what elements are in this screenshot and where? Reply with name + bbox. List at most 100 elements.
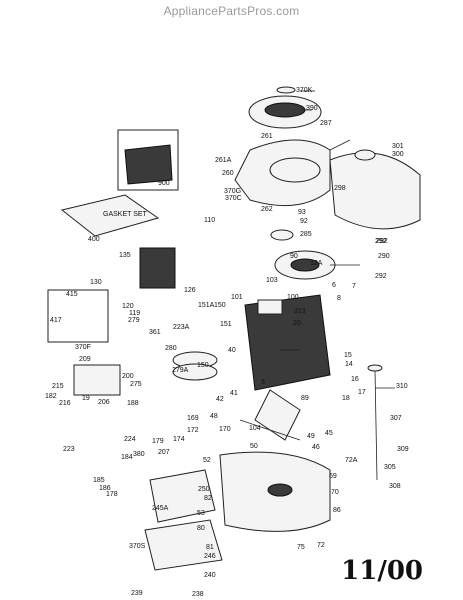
part-number-label: 370C — [225, 195, 242, 202]
part-number-label: 292 — [376, 238, 388, 245]
part-number-label: 69 — [329, 473, 337, 480]
part-number-label: 3 — [261, 379, 265, 386]
part-number-label: 313 — [294, 308, 306, 315]
part-number-label: 46 — [312, 444, 320, 451]
part-number-label: 89 — [301, 395, 309, 402]
part-number-label: 370S — [129, 543, 146, 550]
starter-cup — [276, 86, 296, 94]
leader-lines — [280, 90, 395, 389]
air-cleaner — [144, 469, 223, 571]
part-number-label: 250 — [198, 486, 210, 493]
valve-inset-box — [47, 289, 109, 343]
dipstick-tube — [367, 364, 383, 481]
part-number-label: 48 — [210, 413, 218, 420]
flywheel — [274, 250, 336, 280]
part-number-label: 110 — [204, 217, 215, 224]
part-number-label: 261 — [261, 133, 273, 140]
part-number-label: 310 — [396, 383, 408, 390]
part-number-label: 75 — [297, 544, 305, 551]
part-number-label: 279 — [128, 317, 140, 324]
part-number-label: 19 — [82, 395, 90, 402]
part-number-label: 307 — [390, 415, 402, 422]
part-number-label: 52 — [203, 457, 211, 464]
part-number-label: 184 — [121, 454, 133, 461]
part-number-label: 49 — [307, 433, 315, 440]
part-number-label: 290 — [378, 253, 390, 260]
part-number-label: 179 — [152, 438, 164, 445]
part-number-label: 380 — [133, 451, 145, 458]
part-number-label: 53 — [197, 510, 205, 517]
part-number-label: 70 — [331, 489, 339, 496]
part-number-label: 151 — [220, 321, 232, 328]
part-number-label: 81 — [206, 544, 214, 551]
part-number-label: 82 — [204, 495, 212, 502]
part-number-label: 72A — [345, 457, 358, 464]
part-number-label: 209 — [79, 356, 91, 363]
part-number-label: 308 — [389, 483, 401, 490]
gasket-set-envelope: GASKET SET — [60, 194, 160, 237]
part-number-label: 239 — [131, 590, 143, 597]
part-number-label: 80 — [197, 525, 205, 532]
carburetor — [73, 247, 176, 396]
part-number-label: 45 — [325, 430, 333, 437]
part-number-label: 93 — [298, 209, 306, 216]
part-number-label: 92 — [300, 218, 308, 225]
part-number-label: 14 — [345, 361, 353, 368]
part-number-label: 216 — [59, 400, 71, 407]
part-number-label: 245A — [152, 505, 169, 512]
part-number-label: 150 — [197, 362, 209, 369]
part-number-label: 6 — [332, 282, 336, 289]
part-number-label: 103 — [266, 277, 278, 284]
part-number-label: 390 — [306, 105, 318, 112]
fuel-tank — [329, 149, 421, 230]
part-number-label: 188 — [127, 400, 139, 407]
gasket-set-label: GASKET SET — [103, 211, 148, 218]
part-number-label: 40 — [228, 347, 236, 354]
part-number-label: 224 — [124, 436, 136, 443]
cylinder-block — [244, 294, 331, 391]
part-number-label: 262 — [261, 206, 273, 213]
part-number-label: 186 — [99, 485, 111, 492]
blower-housing — [234, 139, 331, 207]
crankshaft — [239, 389, 301, 441]
part-number-label: 18 — [342, 395, 350, 402]
part-number-label: 90 — [290, 253, 298, 260]
part-number-label: 172 — [187, 427, 199, 434]
part-number-label: 900 — [158, 180, 170, 187]
part-number-label: 17 — [358, 389, 366, 396]
part-number-label: 8 — [337, 295, 341, 302]
part-number-label: 400 — [88, 236, 100, 243]
part-number-label: 100 — [287, 294, 299, 301]
part-number-label: 370G — [224, 188, 241, 195]
part-number-label: 246 — [204, 553, 216, 560]
part-number-label: 135 — [119, 252, 131, 259]
part-number-label: 275 — [130, 381, 142, 388]
part-number-label: 20 — [293, 320, 301, 327]
part-number-label: 240 — [204, 572, 216, 579]
part-number-label: 292 — [375, 238, 387, 245]
part-number-label: 305 — [384, 464, 396, 471]
part-number-label: 287 — [320, 120, 332, 127]
rewind-starter — [248, 95, 322, 129]
part-number-label: 7 — [352, 283, 356, 290]
part-number-label: 298 — [334, 185, 346, 192]
crankcase-cover — [219, 451, 331, 532]
part-number-label: 417 — [50, 317, 62, 324]
part-number-label: 206 — [98, 399, 110, 406]
part-number-label: 200 — [122, 373, 134, 380]
part-number-label: 182 — [45, 393, 57, 400]
part-number-label: 120 — [122, 303, 134, 310]
part-number-label: 415 — [66, 291, 78, 298]
part-number-label: 261A — [215, 157, 232, 164]
part-number-label: 41 — [230, 390, 238, 397]
magneto — [270, 229, 294, 241]
piston-rings — [172, 351, 218, 381]
part-number-label: 260 — [222, 170, 234, 177]
part-number-label: 104 — [249, 425, 261, 432]
part-number-label: 150 — [214, 302, 226, 309]
part-number-label: 370K — [296, 87, 313, 94]
part-number-label: 169 — [187, 415, 199, 422]
part-number-label: 72 — [317, 542, 325, 549]
part-number-label: 50 — [250, 443, 258, 450]
